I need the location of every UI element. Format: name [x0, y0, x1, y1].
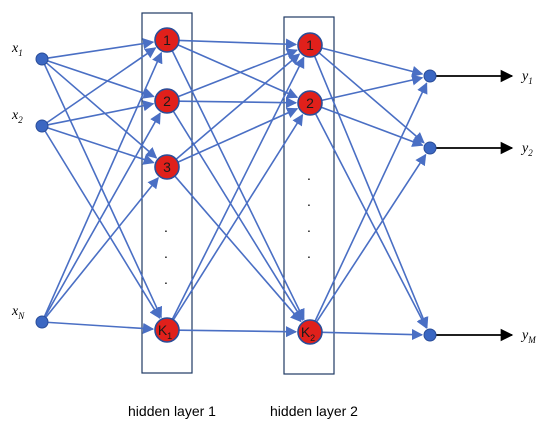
hidden1-node-label-4: K1 — [158, 322, 172, 341]
output-label-2: y2 — [520, 141, 533, 158]
hidden1-node-label-3: 3 — [163, 159, 171, 175]
input-node-2 — [35, 119, 49, 133]
hidden1-ellipsis-dot: . — [164, 271, 168, 287]
connection-edges — [43, 38, 514, 342]
hidden2-node-label-2: 2 — [306, 95, 314, 111]
input-node-1 — [35, 52, 49, 66]
output-label-1: y1 — [520, 69, 533, 86]
hidden2-ellipsis-dot: . — [307, 219, 311, 235]
edge-h1-3-to-h2-2 — [177, 107, 299, 163]
hidden1-node-label-2: 2 — [163, 93, 171, 109]
input-label-3: xN — [11, 304, 25, 321]
hidden1-node-4 — [154, 317, 180, 343]
edge-h1-4-to-h2-2 — [172, 113, 304, 321]
edge-input2-to-h1-4 — [44, 130, 161, 320]
hidden1-node-1 — [154, 27, 180, 53]
hidden2-ellipsis-dot: . — [307, 167, 311, 183]
edge-input1-to-h1-4 — [43, 64, 162, 319]
edge-h2-3-to-output1 — [314, 82, 428, 322]
input-label-2: x2 — [11, 108, 23, 125]
output-node-3 — [423, 328, 437, 342]
edge-input3-to-h1-3 — [45, 177, 159, 318]
hidden1-ellipsis-dot: . — [164, 245, 168, 261]
hidden-layer-2-box — [283, 16, 335, 375]
hidden2-node-label-1: 1 — [306, 37, 314, 53]
hidden2-node-label-3: K2 — [301, 324, 315, 343]
edge-h1-3-to-h2-1 — [175, 53, 301, 160]
edge-h1-2-to-h2-1 — [177, 48, 299, 98]
edge-input3-to-h1-4 — [47, 321, 155, 335]
edge-input1-to-h1-2 — [47, 60, 155, 99]
hidden-layer-1-caption: hidden layer 1 — [128, 403, 216, 419]
edge-input2-to-h1-1 — [46, 47, 157, 124]
edge-h1-4-to-h2-3 — [178, 326, 298, 338]
edge-input3-to-h1-2 — [44, 112, 161, 318]
edge-h2-1-to-output3 — [313, 55, 429, 329]
hidden2-node-1 — [297, 32, 323, 58]
edge-h2-2-to-output3 — [314, 113, 428, 329]
edge-h1-2-to-h2-2 — [178, 97, 298, 109]
output-node-2 — [423, 141, 437, 155]
hidden1-node-3 — [154, 154, 180, 180]
edge-h1-1-to-h2-1 — [178, 38, 298, 50]
hidden1-node-2 — [154, 88, 180, 114]
edge-input2-to-h1-3 — [47, 127, 155, 165]
hidden-layer-1-box — [141, 12, 193, 374]
input-label-1: x1 — [11, 41, 23, 58]
input-node-3 — [35, 315, 49, 329]
hidden2-node-2 — [297, 90, 323, 116]
edge-input2-to-h1-2 — [47, 100, 155, 126]
output-label-3: yM — [520, 328, 536, 345]
edge-h1-2-to-h2-3 — [172, 110, 304, 322]
edge-input1-to-h1-1 — [47, 38, 155, 59]
hidden1-ellipsis-dot: . — [164, 219, 168, 235]
edge-input1-to-h1-3 — [46, 62, 158, 159]
hidden2-ellipsis-dot: . — [307, 193, 311, 209]
edge-input3-to-h1-1 — [43, 51, 163, 317]
network-nodes — [35, 27, 437, 345]
edge-h2-1-to-output1 — [321, 47, 424, 77]
hidden1-node-label-1: 1 — [163, 32, 171, 48]
edge-h1-3-to-h2-3 — [174, 175, 302, 323]
edge-h2-3-to-output2 — [315, 153, 427, 323]
edge-h2-2-to-output2 — [320, 106, 424, 147]
output-node-1 — [423, 69, 437, 83]
hidden2-node-3 — [297, 319, 323, 345]
variable-labels: x1 x2 xN 1 2 3K1 1 2K2....... y1 y2 yM — [11, 32, 536, 345]
edge-h1-4-to-h2-1 — [171, 56, 305, 320]
hidden2-ellipsis-dot: . — [307, 245, 311, 261]
edge-h2-2-to-output1 — [321, 74, 424, 102]
edge-h1-1-to-h2-3 — [171, 50, 305, 321]
edge-h1-1-to-h2-2 — [177, 44, 299, 99]
hidden-layer-2-caption: hidden layer 2 — [270, 403, 358, 419]
edge-h2-3-to-output3 — [321, 328, 424, 341]
